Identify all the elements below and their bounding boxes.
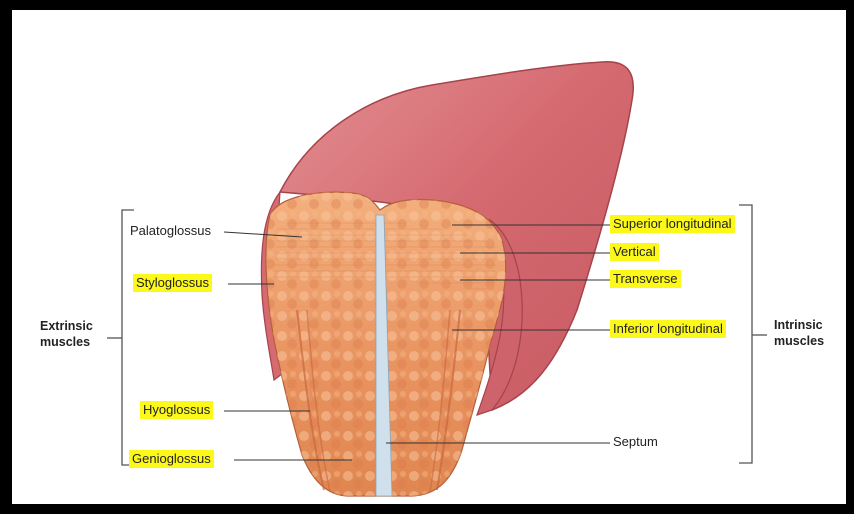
tongue-illustration	[12, 10, 846, 504]
label-transverse: Transverse	[610, 270, 681, 288]
intrinsic-muscles-label: Intrinsic muscles	[774, 317, 824, 349]
extrinsic-muscles-label: Extrinsic muscles	[40, 318, 93, 350]
label-vertical: Vertical	[610, 243, 659, 261]
diagram-panel: Extrinsic muscles Intrinsic muscles Pala…	[12, 10, 846, 504]
label-superior-longitudinal: Superior longitudinal	[610, 215, 735, 233]
label-septum: Septum	[613, 434, 658, 450]
label-hyoglossus: Hyoglossus	[140, 401, 213, 419]
extrinsic-bracket	[122, 210, 134, 465]
label-inferior-longitudinal: Inferior longitudinal	[610, 320, 726, 338]
label-genioglossus: Genioglossus	[129, 450, 214, 468]
extrinsic-word: Extrinsic	[40, 318, 93, 334]
label-styloglossus: Styloglossus	[133, 274, 212, 292]
intrinsic-bracket	[739, 205, 752, 463]
muscles-word: muscles	[774, 333, 824, 349]
label-palatoglossus: Palatoglossus	[130, 223, 211, 239]
intrinsic-word: Intrinsic	[774, 317, 824, 333]
muscles-word: muscles	[40, 334, 93, 350]
